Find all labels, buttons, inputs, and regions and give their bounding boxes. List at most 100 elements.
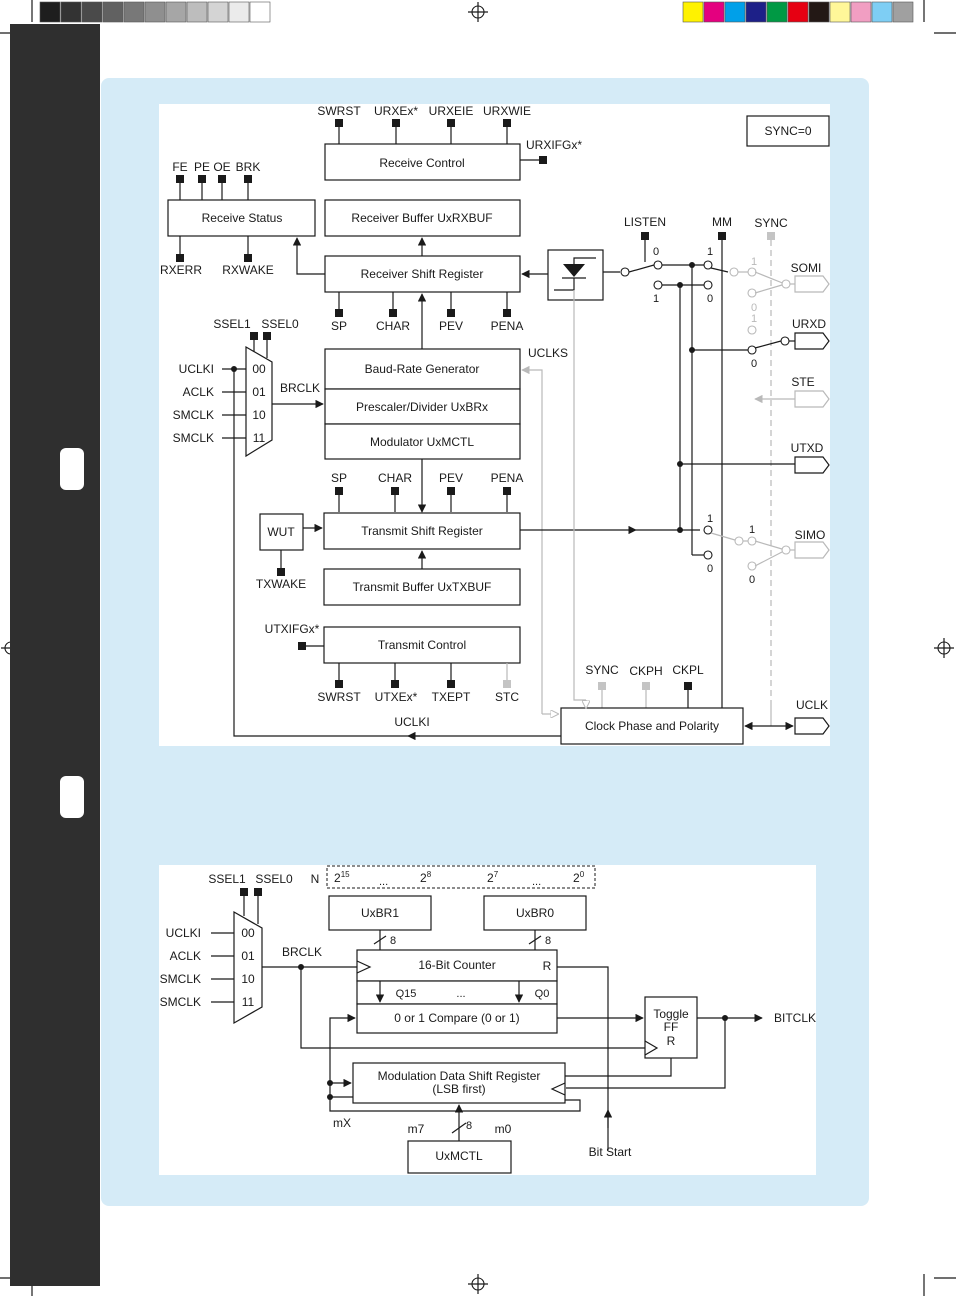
bit-weight: 28 bbox=[420, 870, 432, 885]
wut-block bbox=[259, 513, 304, 551]
switch-digit: 1 bbox=[653, 293, 659, 305]
mux-inputs: UCLKI ACLK SMCLK SMCLK 00 01 10 11 bbox=[160, 926, 255, 1009]
left-sidebar bbox=[10, 24, 100, 1286]
color-swatch bbox=[829, 1, 851, 23]
compare-label: 0 or 1 Compare (0 or 1) bbox=[394, 1011, 519, 1025]
color-swatch bbox=[703, 1, 725, 23]
bus-width: 8 bbox=[466, 1120, 472, 1132]
listen-label: LISTEN bbox=[624, 215, 666, 229]
clock-input-label: SMCLK bbox=[160, 995, 201, 1009]
wut-label: WUT bbox=[267, 525, 295, 539]
bus-width: 8 bbox=[545, 935, 551, 947]
color-swatch bbox=[228, 1, 250, 23]
clock-input-label: UCLKI bbox=[179, 362, 214, 376]
color-swatch bbox=[144, 1, 166, 23]
pin-label: OE bbox=[213, 160, 230, 174]
brclk-label: BRCLK bbox=[282, 945, 322, 959]
filter-symbol bbox=[563, 264, 585, 277]
color-swatch bbox=[60, 1, 82, 23]
registration-mark-right bbox=[934, 638, 954, 658]
clock-select-mux bbox=[245, 345, 273, 458]
ssel1-label: SSEL1 bbox=[208, 872, 246, 886]
uxmctl-register bbox=[407, 1140, 512, 1174]
bit-base: 2 bbox=[487, 871, 494, 885]
pin-label: SWRST bbox=[317, 690, 361, 704]
transmit-buffer-block bbox=[323, 568, 521, 606]
clock-input-label: ACLK bbox=[170, 949, 201, 963]
bit-weight: 215 bbox=[334, 870, 350, 885]
mx-label: mX bbox=[333, 1116, 351, 1130]
compare-block bbox=[356, 1003, 558, 1034]
clock-input-label: SMCLK bbox=[173, 408, 214, 422]
receive-control-block bbox=[324, 143, 521, 181]
switch-digit: 1 bbox=[749, 524, 755, 536]
sync-mode-label: SYNC=0 bbox=[764, 124, 811, 138]
color-swatch bbox=[682, 1, 704, 23]
counter-label: 16-Bit Counter bbox=[418, 958, 495, 972]
transmit-control-block bbox=[323, 626, 521, 664]
q0-label: Q0 bbox=[535, 988, 550, 1000]
color-swatch bbox=[81, 1, 103, 23]
color-swatch bbox=[102, 1, 124, 23]
clock-control-pins: SYNC CKPH CKPL bbox=[585, 663, 704, 708]
transmit-shift-register-pins: SP CHAR PEV PENA bbox=[331, 471, 523, 512]
receiver-shift-register-block bbox=[324, 255, 521, 293]
toggle-ff-label: R bbox=[667, 1034, 676, 1048]
switch-digit: 0 bbox=[751, 302, 757, 314]
bit-start-label: Bit Start bbox=[589, 1145, 632, 1159]
toggle-ff-label: FF bbox=[664, 1020, 679, 1034]
urxd-port bbox=[794, 332, 830, 350]
registration-mark-bottom bbox=[468, 1274, 488, 1294]
color-swatch bbox=[892, 1, 914, 23]
receiver-shift-register-label: Receiver Shift Register bbox=[361, 267, 484, 281]
mux-code: 01 bbox=[252, 385, 266, 399]
color-calibration-bar bbox=[682, 1, 914, 23]
bit-base: 2 bbox=[573, 871, 580, 885]
q15-label: Q15 bbox=[396, 988, 417, 1000]
modulation-register-label: (LSB first) bbox=[432, 1082, 485, 1096]
receiver-buffer-label: Receiver Buffer UxRXBUF bbox=[351, 211, 492, 225]
color-swatch bbox=[123, 1, 145, 23]
section-tab bbox=[60, 448, 84, 490]
pin-label: URXEIE bbox=[429, 104, 474, 118]
utxifg-label: UTXIFGx* bbox=[265, 622, 320, 636]
pin-label: PENA bbox=[491, 471, 524, 485]
pin-label: PE bbox=[194, 160, 210, 174]
pin-label: PENA bbox=[491, 319, 524, 333]
modulator-block bbox=[324, 423, 521, 460]
mux-code: 01 bbox=[241, 949, 255, 963]
mux-code: 10 bbox=[241, 972, 255, 986]
clock-phase-polarity-block bbox=[560, 707, 744, 745]
pin-label: UTXEx* bbox=[375, 690, 418, 704]
simo-label: SIMO bbox=[795, 528, 826, 542]
color-swatch bbox=[207, 1, 229, 23]
sync-pin-label: SYNC bbox=[754, 216, 788, 230]
clock-input-label: ACLK bbox=[183, 385, 214, 399]
baud-rate-generator-label: Baud-Rate Generator bbox=[365, 362, 480, 376]
baud-rate-generator-block bbox=[324, 348, 521, 390]
switch-digit: 0 bbox=[749, 574, 755, 586]
ssel0-label: SSEL0 bbox=[261, 317, 299, 331]
bit-base: 2 bbox=[334, 871, 341, 885]
m7-label: m7 bbox=[408, 1122, 425, 1136]
clock-input-label: SMCLK bbox=[173, 431, 214, 445]
uxmctl-label: UxMCTL bbox=[435, 1149, 483, 1163]
receiver-buffer-block bbox=[324, 199, 521, 237]
somi-label: SOMI bbox=[791, 261, 822, 275]
color-swatch bbox=[724, 1, 746, 23]
mux-code: 11 bbox=[242, 995, 255, 1009]
ste-label: STE bbox=[791, 375, 814, 389]
usart-block-diagram: SYNC=0 Receive Control SWRST URXEx* URXE… bbox=[159, 104, 830, 746]
switch-digit: 1 bbox=[751, 313, 757, 325]
color-swatch bbox=[850, 1, 872, 23]
txwake-label: TXWAKE bbox=[256, 577, 306, 591]
bit-exponent: 15 bbox=[341, 870, 350, 879]
pin-label: URXWIE bbox=[483, 104, 531, 118]
m0-label: m0 bbox=[495, 1122, 512, 1136]
pin-label: SP bbox=[331, 471, 347, 485]
section-tab bbox=[60, 776, 84, 818]
pin-label: FE bbox=[172, 160, 187, 174]
mux-code: 10 bbox=[252, 408, 266, 422]
